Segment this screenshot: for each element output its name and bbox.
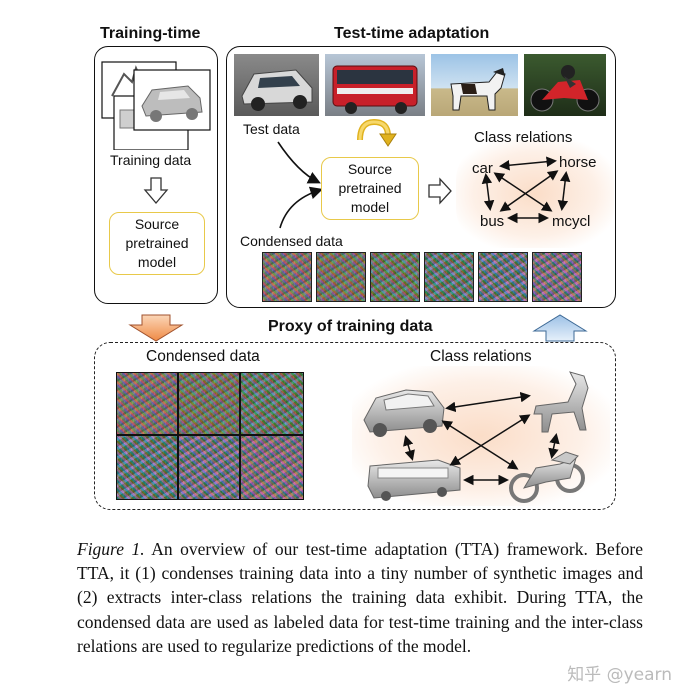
test-photo-bus (325, 54, 425, 116)
source-model-training: Source pretrained model (109, 212, 205, 275)
figure-caption: Figure 1. An overview of our test-time a… (77, 537, 643, 658)
proxy-condensed-label: Condensed data (146, 348, 260, 365)
blue-up-arrow-icon (532, 314, 588, 342)
condensed-grid-cell (117, 436, 177, 499)
proxy-title: Proxy of training data (268, 318, 433, 335)
class-relations-label: Class relations (474, 129, 573, 146)
condensed-thumb (478, 252, 528, 302)
condensed-data-label: Condensed data (240, 233, 343, 249)
proxy-relation-graph (363, 371, 589, 503)
car-model-icon (363, 389, 445, 437)
training-images-icon (101, 61, 211, 151)
class-bus: bus (480, 213, 505, 230)
condensed-grid-cell (241, 436, 303, 499)
test-photo-horse (431, 54, 518, 116)
orange-down-arrow-icon (128, 314, 184, 342)
test-photo-car (234, 54, 319, 116)
condensed-thumb (262, 252, 312, 302)
horse-model-icon (533, 371, 589, 433)
flow-arrows (277, 118, 397, 229)
training-data-label: Training data (110, 152, 192, 168)
source-model-test: Source pretrained model (321, 157, 419, 220)
caption-text: An overview of our test-time adaptation … (77, 539, 643, 656)
test-data-label: Test data (243, 121, 300, 137)
bus-model-icon (367, 459, 461, 501)
test-photo-motorcycle (524, 54, 606, 116)
condensed-thumb (424, 252, 474, 302)
training-time-title: Training-time (100, 25, 201, 42)
class-relation-arrows (481, 156, 571, 224)
caption-prefix: Figure 1. (77, 539, 145, 559)
condensed-grid-cell (241, 373, 303, 434)
condensed-grid (116, 372, 304, 500)
watermark: 知乎 @yearn (567, 665, 672, 685)
test-time-title: Test-time adaptation (334, 25, 490, 42)
down-arrow-icon (143, 177, 169, 205)
condensed-thumb (316, 252, 366, 302)
condensed-grid-cell (117, 373, 177, 434)
condensed-grid-cell (179, 436, 239, 499)
right-arrow-icon (428, 177, 452, 205)
class-mcycl: mcycl (552, 213, 591, 230)
condensed-thumb (370, 252, 420, 302)
class-car: car (472, 160, 493, 177)
training-image-stack (100, 56, 212, 151)
condensed-grid-cell (179, 373, 239, 434)
class-horse: horse (559, 154, 597, 171)
condensed-thumb (532, 252, 582, 302)
proxy-panel (94, 342, 616, 510)
motorcycle-model-icon (509, 451, 585, 503)
proxy-relations-label: Class relations (430, 348, 532, 365)
